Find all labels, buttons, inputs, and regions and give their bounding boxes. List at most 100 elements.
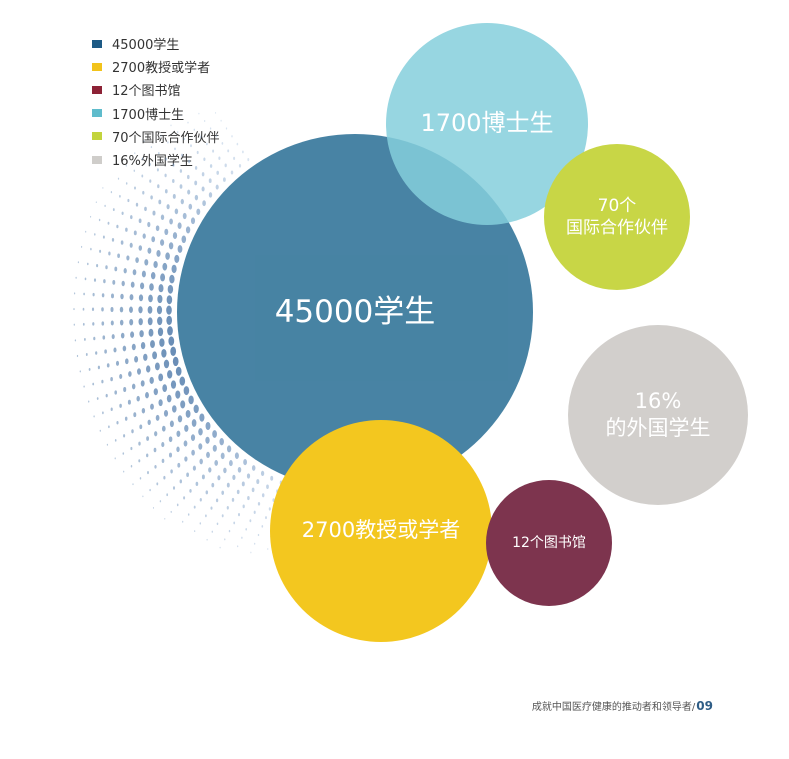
halftone-dot: [227, 149, 230, 153]
halftone-dot: [261, 493, 265, 498]
halftone-dot: [105, 265, 108, 270]
halftone-dot: [102, 187, 104, 189]
halftone-dot: [167, 326, 173, 336]
halftone-dot: [181, 153, 183, 157]
halftone-dot: [215, 498, 219, 503]
halftone-dot: [103, 279, 106, 284]
halftone-dot: [205, 436, 210, 444]
halftone-dot: [150, 272, 156, 280]
halftone-dot: [232, 474, 236, 481]
halftone-dot: [146, 453, 149, 458]
halftone-dot: [117, 253, 120, 258]
halftone-dot: [114, 266, 118, 272]
halftone-dot: [183, 440, 188, 447]
halftone-dot: [163, 359, 170, 369]
halftone-dot: [119, 403, 122, 408]
halftone-dot: [206, 142, 208, 146]
halftone-dot: [170, 469, 173, 474]
halftone-dot: [193, 128, 195, 131]
halftone-dot: [145, 392, 149, 399]
halftone-dot: [158, 199, 162, 205]
halftone-dot: [221, 490, 225, 495]
halftone-dot: [245, 528, 247, 531]
halftone-dot: [129, 306, 133, 313]
halftone-dot: [119, 373, 123, 380]
halftone-dot: [152, 210, 156, 216]
halftone-dot: [166, 315, 173, 326]
halftone-dot: [199, 522, 202, 525]
halftone-dot: [215, 112, 217, 114]
halftone-dot: [161, 425, 166, 432]
halftone-dot: [170, 510, 172, 513]
halftone-dot: [135, 257, 139, 263]
halftone-dot: [117, 177, 120, 180]
halftone-dot: [257, 533, 260, 537]
legend-item: 16%外国学生: [92, 148, 220, 171]
halftone-dot: [163, 410, 169, 417]
halftone-dot: [188, 395, 194, 405]
halftone-dot: [140, 342, 146, 350]
halftone-dot: [166, 204, 170, 210]
halftone-dot: [177, 131, 179, 134]
halftone-dot: [82, 322, 85, 326]
halftone-dot: [110, 191, 113, 194]
halftone-dot: [147, 221, 151, 228]
halftone-dot: [114, 438, 117, 442]
bubble-label: 45000学生: [274, 293, 436, 330]
halftone-dot: [180, 400, 186, 409]
halftone-dot: [155, 225, 160, 232]
bubble-label: 2700教授或学者: [301, 518, 461, 543]
halftone-dot: [142, 495, 144, 498]
halftone-dot: [169, 274, 175, 284]
halftone-dot: [176, 430, 181, 437]
halftone-dot: [174, 147, 176, 151]
halftone-dot: [150, 146, 153, 149]
halftone-dot: [172, 178, 175, 184]
halftone-dot: [139, 330, 144, 338]
bubble-partners: 70个国际合作伙伴: [544, 144, 690, 290]
halftone-dot: [165, 252, 170, 260]
halftone-dot: [149, 179, 152, 183]
halftone-dot: [108, 425, 110, 429]
halftone-dot: [97, 365, 101, 370]
halftone-dot: [129, 294, 134, 301]
legend-item: 45000学生: [92, 32, 220, 55]
halftone-dot: [99, 249, 102, 253]
halftone-dot: [167, 284, 174, 294]
halftone-dot: [110, 307, 114, 312]
legend-swatch: [92, 132, 102, 141]
halftone-dot: [265, 516, 267, 520]
halftone-dot: [165, 157, 168, 161]
halftone-dot: [242, 504, 245, 509]
halftone-dot: [204, 120, 206, 122]
halftone-dot: [166, 493, 169, 497]
halftone-dot: [93, 415, 95, 418]
halftone-dot: [119, 319, 124, 326]
halftone-dot: [241, 481, 245, 487]
halftone-dot: [153, 388, 158, 396]
halftone-dot: [195, 481, 199, 487]
halftone-dot: [138, 306, 143, 314]
halftone-dot: [147, 247, 152, 254]
halftone-dot: [223, 177, 226, 182]
halftone-dot: [201, 186, 205, 192]
halftone-dot: [233, 521, 236, 525]
halftone-dot: [193, 404, 199, 414]
halftone-dot: [160, 273, 166, 282]
legend-label: 16%外国学生: [112, 154, 193, 170]
halftone-dot: [92, 322, 95, 326]
halftone-dot: [81, 245, 83, 248]
halftone-dot: [139, 477, 142, 480]
halftone-dot: [221, 142, 224, 145]
halftone-dot: [181, 235, 187, 244]
halftone-dot: [236, 489, 240, 495]
halftone-dot: [157, 294, 163, 304]
halftone-dot: [142, 233, 146, 239]
halftone-dot: [146, 365, 151, 373]
halftone-dot: [149, 283, 154, 291]
halftone-dot: [110, 320, 114, 326]
halftone-dot: [90, 215, 92, 218]
halftone-dot: [111, 238, 115, 242]
halftone-dot: [160, 135, 162, 137]
halftone-dot: [137, 368, 141, 375]
